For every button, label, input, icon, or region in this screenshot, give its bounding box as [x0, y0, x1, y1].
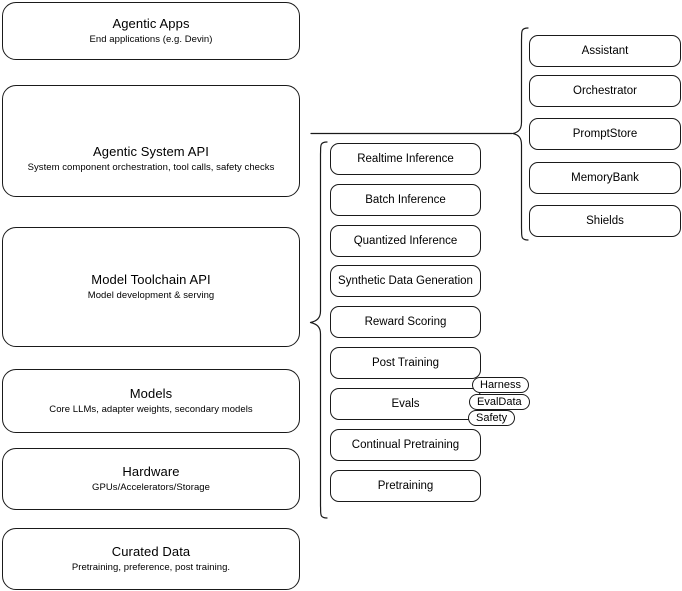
capability-box-realtime-inference[interactable]: Realtime Inference: [330, 143, 481, 175]
capability-box-quantized-inference[interactable]: Quantized Inference: [330, 225, 481, 257]
eval-badge-harness[interactable]: Harness: [472, 377, 529, 393]
layer-title: Model Toolchain API: [91, 272, 211, 287]
component-box-assistant[interactable]: Assistant: [529, 35, 681, 67]
component-box-memorybank[interactable]: MemoryBank: [529, 162, 681, 194]
layer-box-agentic-apps[interactable]: Agentic Apps End applications (e.g. Devi…: [2, 2, 300, 60]
layer-subtitle: Pretraining, preference, post training.: [71, 562, 231, 573]
brace-toolchain-capabilities: [309, 141, 328, 519]
brace-system-components: [512, 27, 529, 241]
layer-box-hardware[interactable]: Hardware GPUs/Accelerators/Storage: [2, 448, 300, 510]
capability-box-post-training[interactable]: Post Training: [330, 347, 481, 379]
layer-box-models[interactable]: Models Core LLMs, adapter weights, secon…: [2, 369, 300, 433]
layer-box-agentic-system-api[interactable]: Agentic System API System component orch…: [2, 85, 300, 197]
layer-subtitle: Model development & serving: [87, 290, 215, 301]
layer-title: Models: [129, 386, 173, 401]
layer-box-model-toolchain-api[interactable]: Model Toolchain API Model development & …: [2, 227, 300, 347]
eval-badge-safety[interactable]: Safety: [468, 410, 516, 426]
capability-box-batch-inference[interactable]: Batch Inference: [330, 184, 481, 216]
capability-box-reward-scoring[interactable]: Reward Scoring: [330, 306, 481, 338]
capability-box-synthetic-data-generation[interactable]: Synthetic Data Generation: [330, 265, 481, 297]
layer-subtitle: End applications (e.g. Devin): [89, 34, 213, 45]
layer-title: Agentic System API: [93, 144, 209, 159]
layer-title: Curated Data: [111, 544, 191, 559]
capability-box-continual-pretraining[interactable]: Continual Pretraining: [330, 429, 481, 461]
capability-box-evals[interactable]: Evals: [330, 388, 481, 420]
layer-title: Agentic Apps: [112, 16, 190, 31]
eval-badge-evaldata[interactable]: EvalData: [469, 394, 530, 410]
layer-box-curated-data[interactable]: Curated Data Pretraining, preference, po…: [2, 528, 300, 590]
component-box-shields[interactable]: Shields: [529, 205, 681, 237]
component-box-orchestrator[interactable]: Orchestrator: [529, 75, 681, 107]
layer-subtitle: System component orchestration, tool cal…: [27, 162, 275, 173]
component-box-promptstore[interactable]: PromptStore: [529, 118, 681, 150]
capability-box-pretraining[interactable]: Pretraining: [330, 470, 481, 502]
layer-subtitle: Core LLMs, adapter weights, secondary mo…: [49, 404, 253, 415]
layer-subtitle: GPUs/Accelerators/Storage: [92, 482, 210, 493]
layer-title: Hardware: [122, 464, 180, 479]
